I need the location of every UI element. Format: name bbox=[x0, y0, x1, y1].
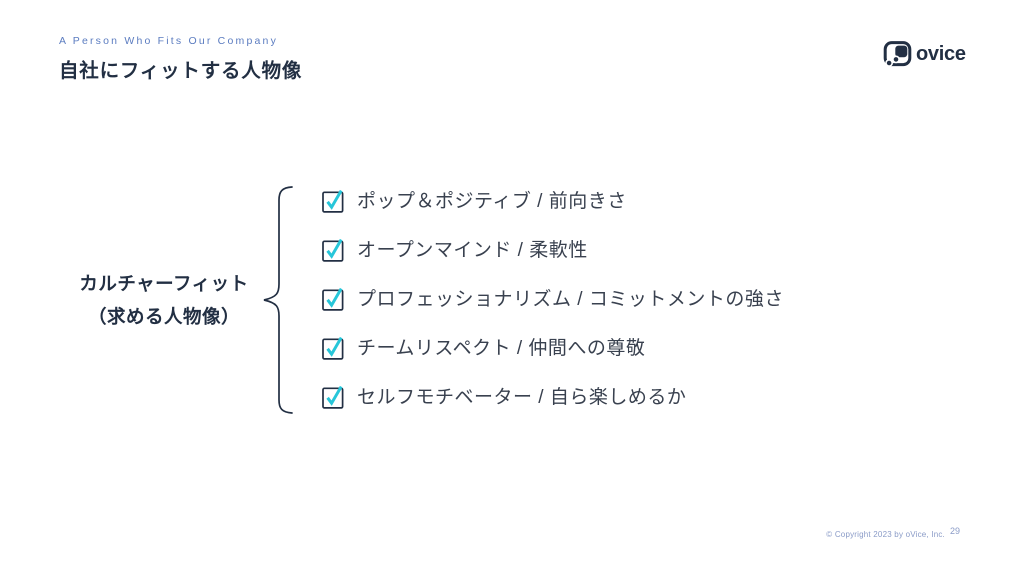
checklist-item-text: セルフモチベーター / 自ら楽しめるか bbox=[357, 386, 687, 408]
ovice-logo: ovice bbox=[883, 40, 966, 68]
checked-checkbox-icon bbox=[322, 287, 344, 311]
checklist: ポップ＆ポジティブ / 前向きさ オープンマインド / 柔軟性 プロフェッショナ… bbox=[322, 188, 784, 409]
checklist-item: チームリスペクト / 仲間への尊敬 bbox=[322, 335, 784, 360]
checked-checkbox-icon bbox=[322, 336, 344, 360]
culture-fit-label-line1: カルチャーフィット bbox=[79, 273, 249, 294]
culture-fit-label-line2: （求める人物像） bbox=[87, 306, 240, 327]
checklist-item: オープンマインド / 柔軟性 bbox=[322, 237, 784, 262]
ovice-bubble-icon bbox=[883, 41, 912, 67]
checked-checkbox-icon bbox=[322, 238, 344, 262]
checklist-item-text: オープンマインド / 柔軟性 bbox=[357, 239, 588, 261]
curly-brace bbox=[263, 186, 293, 414]
checklist-item: プロフェッショナリズム / コミットメントの強さ bbox=[322, 286, 784, 311]
checklist-item: ポップ＆ポジティブ / 前向きさ bbox=[322, 188, 784, 213]
culture-fit-label: カルチャーフィット （求める人物像） bbox=[48, 267, 280, 333]
page-number: 29 bbox=[949, 526, 960, 536]
checklist-item-text: プロフェッショナリズム / コミットメントの強さ bbox=[357, 288, 784, 310]
copyright-text: © Copyright 2023 by oVice, Inc. bbox=[826, 530, 945, 539]
slide-header: A Person Who Fits Our Company 自社にフィットする人… bbox=[59, 35, 302, 83]
checked-checkbox-icon bbox=[322, 189, 344, 213]
checked-checkbox-icon bbox=[322, 385, 344, 409]
checklist-item: セルフモチベーター / 自ら楽しめるか bbox=[322, 384, 784, 409]
page-title: 自社にフィットする人物像 bbox=[59, 60, 303, 82]
slide-eyebrow: A Person Who Fits Our Company bbox=[59, 35, 279, 47]
slide-footer: © Copyright 2023 by oVice, Inc. 29 bbox=[826, 526, 960, 539]
checklist-item-text: ポップ＆ポジティブ / 前向きさ bbox=[357, 190, 627, 212]
checklist-item-text: チームリスペクト / 仲間への尊敬 bbox=[357, 337, 646, 359]
ovice-logo-text: ovice bbox=[916, 42, 966, 65]
